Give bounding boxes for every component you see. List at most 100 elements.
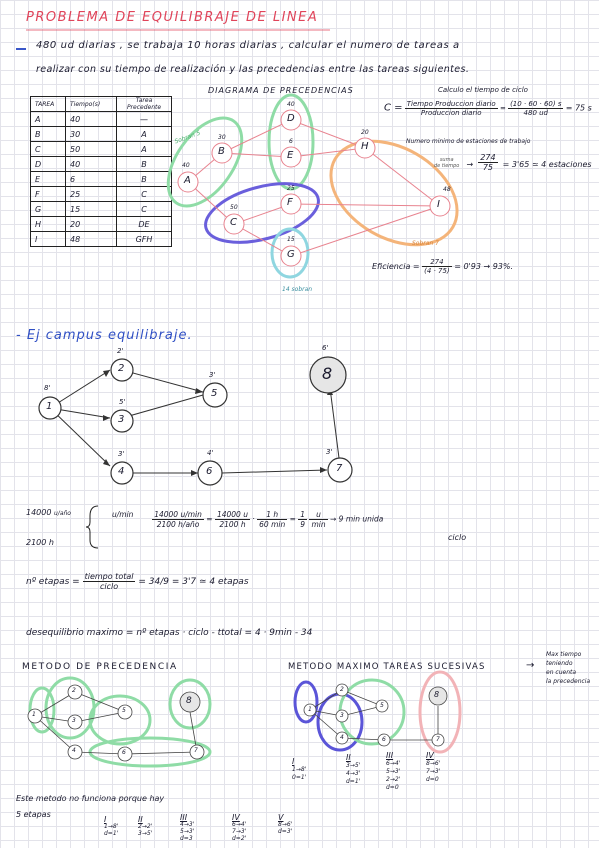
calc-result-2: ciclo bbox=[448, 533, 467, 542]
node-A-label: A bbox=[184, 175, 191, 186]
table-cell: B bbox=[116, 171, 172, 187]
stations-suma-1: suma bbox=[439, 156, 454, 163]
m1-col-line: d=3' bbox=[278, 828, 293, 835]
m2-col-4: IV 8→6' 7→3' d=0 bbox=[426, 752, 440, 784]
m1-col-line: d=2' bbox=[232, 835, 247, 842]
m1-col-line: 2→2' bbox=[138, 823, 153, 830]
m2-col-line: 3→5' bbox=[346, 762, 361, 769]
ex2-node-6-time: 4' bbox=[207, 449, 214, 457]
m2-node-5: 5 bbox=[380, 702, 384, 709]
m2-col-line: 2→2' bbox=[386, 776, 401, 783]
m2-col-2: II 3→5' 4→3' d=1' bbox=[346, 754, 360, 786]
calc-f3n: 1 h bbox=[257, 510, 288, 520]
stations-den: 75 bbox=[482, 163, 493, 172]
m2-col-line: d=0 bbox=[426, 776, 439, 783]
efficiency-den: (4 · 75) bbox=[424, 267, 450, 275]
cycle-eq: = bbox=[499, 104, 506, 113]
calc-f4d: 9 bbox=[300, 520, 306, 529]
ex2-node-3: 3 bbox=[118, 414, 125, 425]
calc-f4n: 1 bbox=[298, 510, 308, 520]
calc-left1u: u/año bbox=[54, 510, 71, 517]
method2-title: METODO MAXIMO TAREAS SUCESIVAS bbox=[288, 662, 486, 672]
m1-col-line: 1→8' bbox=[104, 823, 119, 830]
ex2-node-2-time: 2' bbox=[117, 347, 124, 355]
stations-heading: Numero minimo de estaciones de trabajo bbox=[406, 138, 531, 145]
m1-col-4: IV 6→4' 7→3' d=2' bbox=[232, 814, 247, 843]
method2-note-line: teniendo bbox=[546, 660, 573, 667]
node-E-time: 6 bbox=[289, 138, 293, 145]
node-F-time: 25 bbox=[287, 185, 295, 192]
m2-node-6: 6 bbox=[382, 736, 386, 743]
m2-col-1: I 1→8' 0=1' bbox=[292, 758, 306, 782]
stations-arrow: → bbox=[466, 160, 474, 169]
m1-node-7: 7 bbox=[194, 747, 198, 754]
m1-node-5: 5 bbox=[122, 707, 126, 714]
statement-line1: 480 ud diarias , se trabaja 10 horas dia… bbox=[36, 40, 460, 51]
etapas-result: = 34/9 = 3'7 ≃ 4 etapas bbox=[138, 577, 249, 587]
m1-col-line: d=3 bbox=[180, 835, 193, 842]
m1-col-1: I 1→8' d=1' bbox=[104, 815, 119, 838]
m2-node-7: 7 bbox=[436, 736, 440, 743]
calc-f1d: 2100 h/año bbox=[156, 520, 200, 529]
example2-title: - Ej campus equilibraje. bbox=[16, 328, 193, 343]
m1-col-2: II 2→2' 3→5' bbox=[138, 815, 153, 838]
m2-col-line: 7→3' bbox=[426, 768, 441, 775]
m1-node-6: 6 bbox=[122, 749, 126, 756]
m2-col-header: III bbox=[386, 751, 394, 760]
m1-col-header: II bbox=[138, 815, 143, 824]
m1-col-line: d=1' bbox=[104, 830, 119, 837]
m1-node-4: 4 bbox=[72, 747, 76, 754]
cycle-num2: (10 · 60 · 60) s bbox=[508, 100, 564, 109]
m1-col-line: 5→3' bbox=[180, 828, 195, 835]
ex2-node-8: 8 bbox=[322, 364, 333, 383]
node-I-time: 48 bbox=[443, 186, 451, 193]
node-C-time: 50 bbox=[230, 204, 238, 211]
method2-note-line: la precedencia bbox=[546, 678, 591, 685]
m1-col-5: V 8→6' d=3' bbox=[278, 813, 293, 836]
m1-col-3: III 4→3' 5→3' d=3 bbox=[180, 813, 195, 843]
m1-col-header: III bbox=[180, 813, 188, 822]
m2-col-line: 4→3' bbox=[346, 770, 361, 777]
m1-col-line: 4→3' bbox=[180, 821, 195, 828]
calc-f2n: 14000 u bbox=[214, 510, 250, 520]
node-F-label: F bbox=[287, 197, 293, 208]
efficiency-label: Eficiencia = bbox=[372, 262, 420, 271]
m1-node-1: 1 bbox=[32, 711, 36, 718]
m2-col-line: d=0 bbox=[386, 784, 399, 791]
ex2-node-5-time: 3' bbox=[209, 371, 216, 379]
ex2-node-6: 6 bbox=[206, 466, 213, 477]
m2-col-header: IV bbox=[426, 751, 434, 760]
m1-col-header: V bbox=[278, 813, 284, 822]
m2-node-4: 4 bbox=[340, 734, 344, 741]
calc-f1n: 14000 u/min bbox=[152, 510, 204, 520]
m1-col-header: I bbox=[104, 815, 107, 824]
m1-node-8: 8 bbox=[186, 696, 192, 706]
node-G-time: 15 bbox=[287, 236, 295, 243]
method1-note-2: 5 etapas bbox=[16, 810, 51, 819]
cycle-num: Tiempo Produccion diario bbox=[404, 100, 498, 109]
calc-unit: u/min bbox=[112, 510, 134, 519]
etapas-label: nº etapas = bbox=[26, 577, 80, 587]
efficiency-formula: Eficiencia = 274(4 · 75) = 0'93 → 93%. bbox=[372, 258, 513, 275]
m1-col-line: 6→4' bbox=[232, 821, 247, 828]
m2-col-3: III 6→4' 5→3' 2→2' d=0 bbox=[386, 752, 400, 792]
m2-col-line: 6→4' bbox=[386, 760, 401, 767]
m2-col-header: II bbox=[346, 753, 351, 762]
efficiency-result: = 0'93 → 93%. bbox=[454, 262, 514, 271]
calc-left1: 14000 bbox=[26, 508, 52, 517]
stations-num: 274 bbox=[478, 153, 498, 163]
node-H-time: 20 bbox=[361, 129, 369, 136]
method1-note-1: Este metodo no funciona porque hay bbox=[16, 794, 165, 803]
